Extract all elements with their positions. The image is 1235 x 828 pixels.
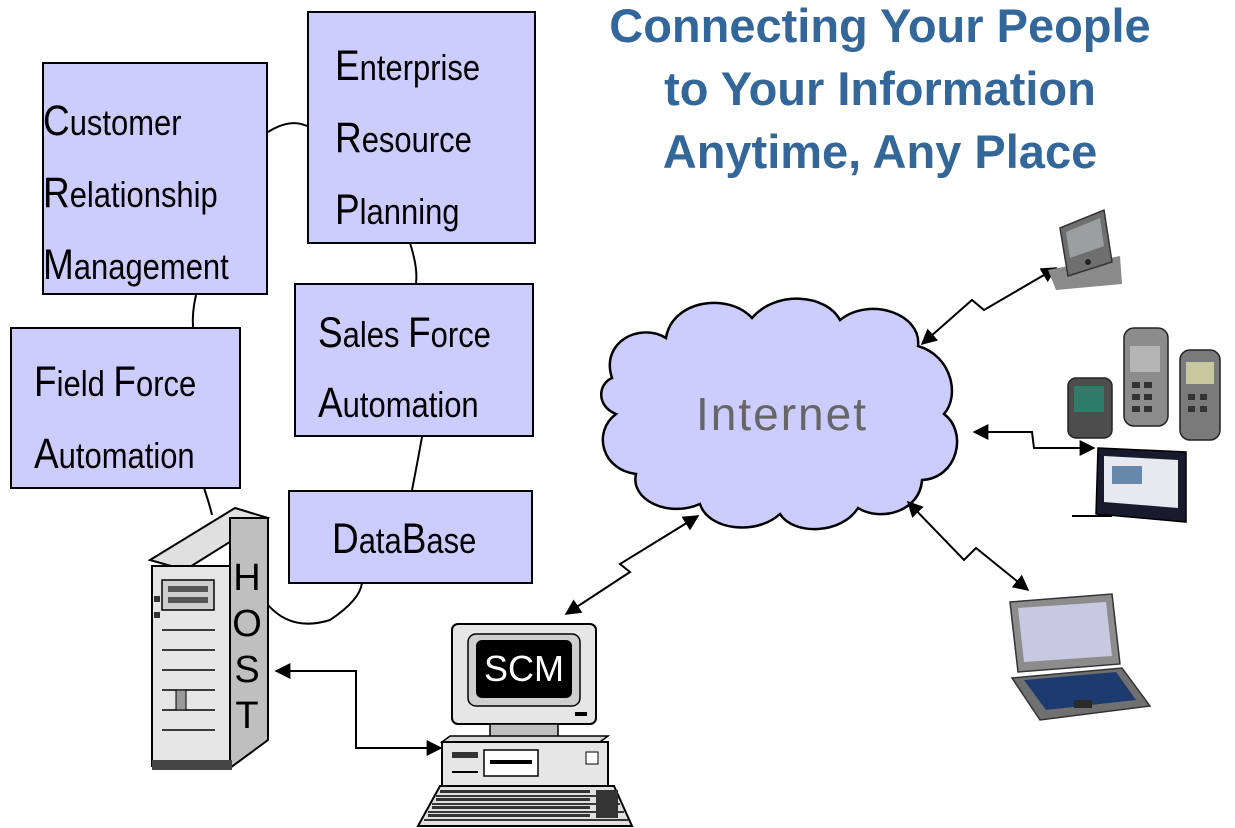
erp-line-3: Planning [335,186,460,234]
headline-line-3: Anytime, Any Place [662,125,1098,178]
server-icon [147,506,271,770]
host-scm-connector [274,663,443,756]
sfa-box: Sales Force Automation [294,283,534,437]
scm-label: SCM [484,648,564,689]
pda-icon [1048,208,1122,290]
ffa-box: Field Force Automation [10,327,241,489]
headline: Connecting Your People to Your Informati… [560,0,1200,183]
module-connectors [191,122,423,625]
lightning-link-icon [564,267,1096,615]
desktop-computer-icon [439,623,611,789]
tablet-icon [1072,447,1187,523]
erp-box: Enterprise Resource Planning [307,11,536,244]
svg-text:O: O [232,603,262,645]
crm-line-2: Relationship [43,169,218,217]
crm-line-3: Management [43,241,229,289]
laptop-icon [1009,593,1152,721]
keyboard-icon [416,785,634,827]
host-label: H O S T [232,557,262,737]
internet-label: Internet [696,388,868,440]
crm-box: Customer Relationship Management [42,62,268,295]
erp-line-2: Resource [335,114,472,162]
database-box: DataBase [288,490,533,584]
headline-line-2: to Your Information [664,62,1096,115]
handheld-scanner-icon [1067,327,1221,441]
ffa-line-2: Automation [34,430,195,478]
crm-line-1: Customer [43,97,182,145]
svg-text:T: T [235,695,258,737]
headline-line-1: Connecting Your People [609,0,1151,52]
svg-text:S: S [234,649,259,691]
sfa-line-1: Sales Force [318,309,491,357]
sfa-line-2: Automation [318,379,479,427]
ffa-line-1: Field Force [34,358,197,406]
database-line-1: DataBase [332,515,477,563]
erp-line-1: Enterprise [335,42,481,90]
cloud-icon [600,297,959,531]
svg-text:H: H [233,557,260,599]
